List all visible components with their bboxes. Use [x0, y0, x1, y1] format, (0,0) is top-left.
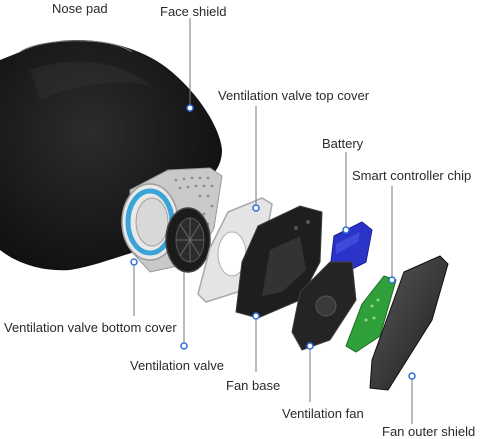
label-face-shield: Face shield	[160, 4, 226, 19]
label-valve-top-cover: Ventilation valve top cover	[218, 88, 369, 103]
label-battery: Battery	[322, 136, 363, 151]
label-smart-chip: Smart controller chip	[352, 168, 471, 183]
label-fan-base: Fan base	[226, 378, 280, 393]
marker-battery	[343, 227, 349, 233]
ventilation-valve-part	[166, 208, 210, 272]
marker-ventilation-valve	[181, 343, 187, 349]
marker-smart-chip	[389, 277, 395, 283]
label-ventilation-fan: Ventilation fan	[282, 406, 364, 421]
marker-face-shield	[187, 105, 193, 111]
label-fan-outer-shield: Fan outer shield	[382, 424, 475, 439]
label-valve-bottom-cover: Ventilation valve bottom cover	[4, 320, 177, 335]
marker-valve-bottom-cover	[131, 259, 137, 265]
marker-fan-outer-shield	[409, 373, 415, 379]
marker-valve-top-cover	[253, 205, 259, 211]
label-nose-pad: Nose pad	[52, 1, 108, 16]
marker-fan-base	[253, 313, 259, 319]
marker-ventilation-fan	[307, 343, 313, 349]
label-ventilation-valve: Ventilation valve	[130, 358, 224, 373]
